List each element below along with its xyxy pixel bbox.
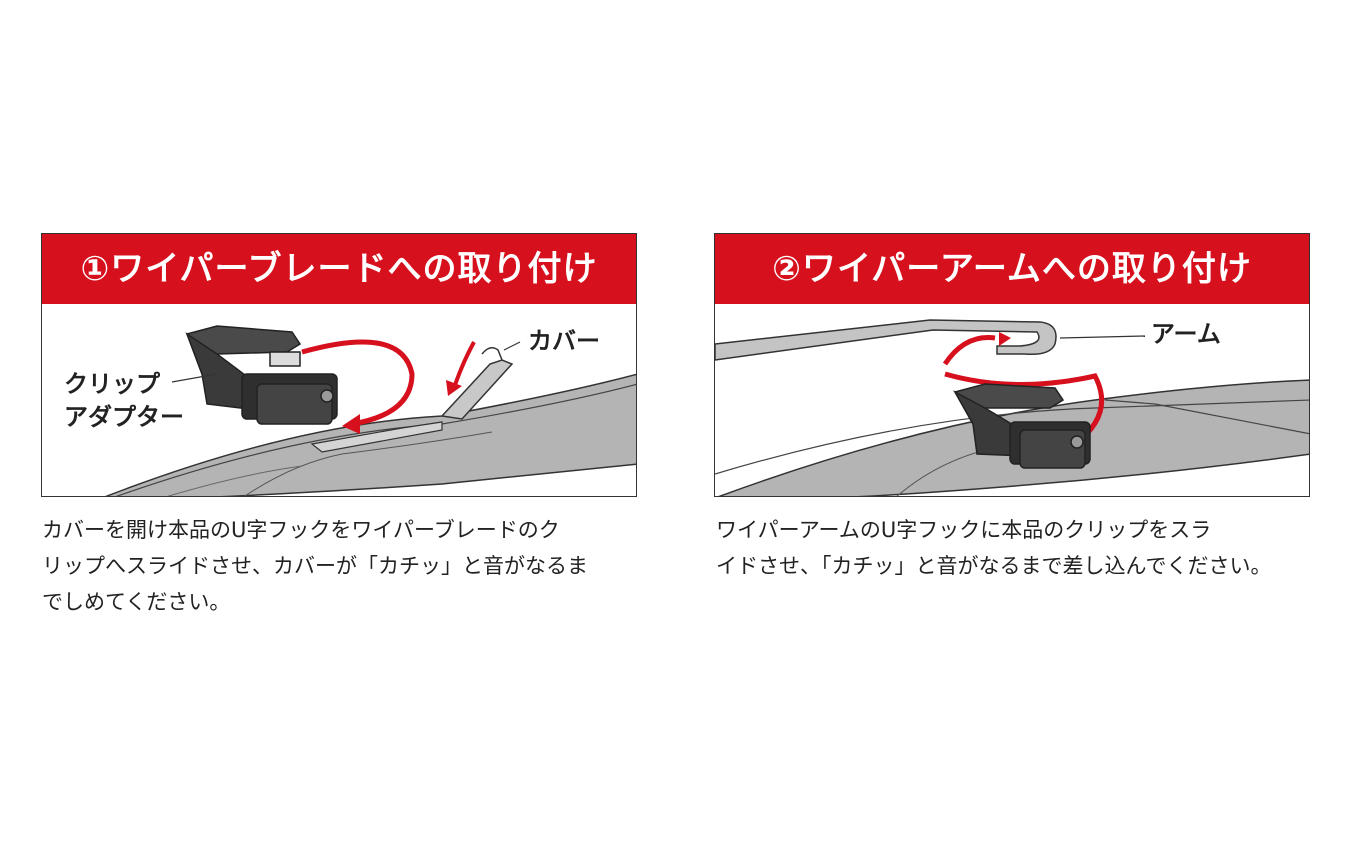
step1-panel: ①ワイパーブレードへの取り付け <box>41 233 637 497</box>
step2-illustration <box>715 304 1309 496</box>
step1-description: カバーを開け本品のU字フックをワイパーブレードのク リップへスライドさせ、カバー… <box>42 512 642 620</box>
step2-desc-line: イドさせ、「カチッ」と音がなるまで差し込んでください。 <box>716 554 1272 578</box>
step1-desc-line: リップへスライドさせ、カバーが「カチッ」と音がなるま <box>42 554 588 578</box>
label-clip-adapter-1: クリップ <box>64 370 160 398</box>
wiper-arm <box>715 319 1057 361</box>
step2-desc-line: ワイパーアームのU字フックに本品のクリップをスラ <box>716 518 1212 542</box>
cover-open <box>440 359 514 420</box>
label-cover: カバー <box>528 327 600 355</box>
step1-illustration <box>42 304 636 496</box>
clip-on-blade <box>953 383 1091 469</box>
step1-desc-line: カバーを開け本品のU字フックをワイパーブレードのク <box>42 518 560 542</box>
step2-panel: ②ワイパーアームへの取り付け アーム <box>714 233 1310 497</box>
label-arm: アーム <box>1151 320 1221 348</box>
clip-adapter <box>185 325 338 425</box>
step1-title: ①ワイパーブレードへの取り付け <box>42 234 636 304</box>
slide-arrow <box>942 335 1105 446</box>
slide-arrow <box>301 339 415 427</box>
label-clip-adapter-2: アダプター <box>64 403 184 431</box>
step2-description: ワイパーアームのU字フックに本品のクリップをスラ イドさせ、「カチッ」と音がなる… <box>716 512 1316 584</box>
step2-title: ②ワイパーアームへの取り付け <box>715 234 1309 304</box>
step1-desc-line: でしめてください。 <box>42 590 231 614</box>
